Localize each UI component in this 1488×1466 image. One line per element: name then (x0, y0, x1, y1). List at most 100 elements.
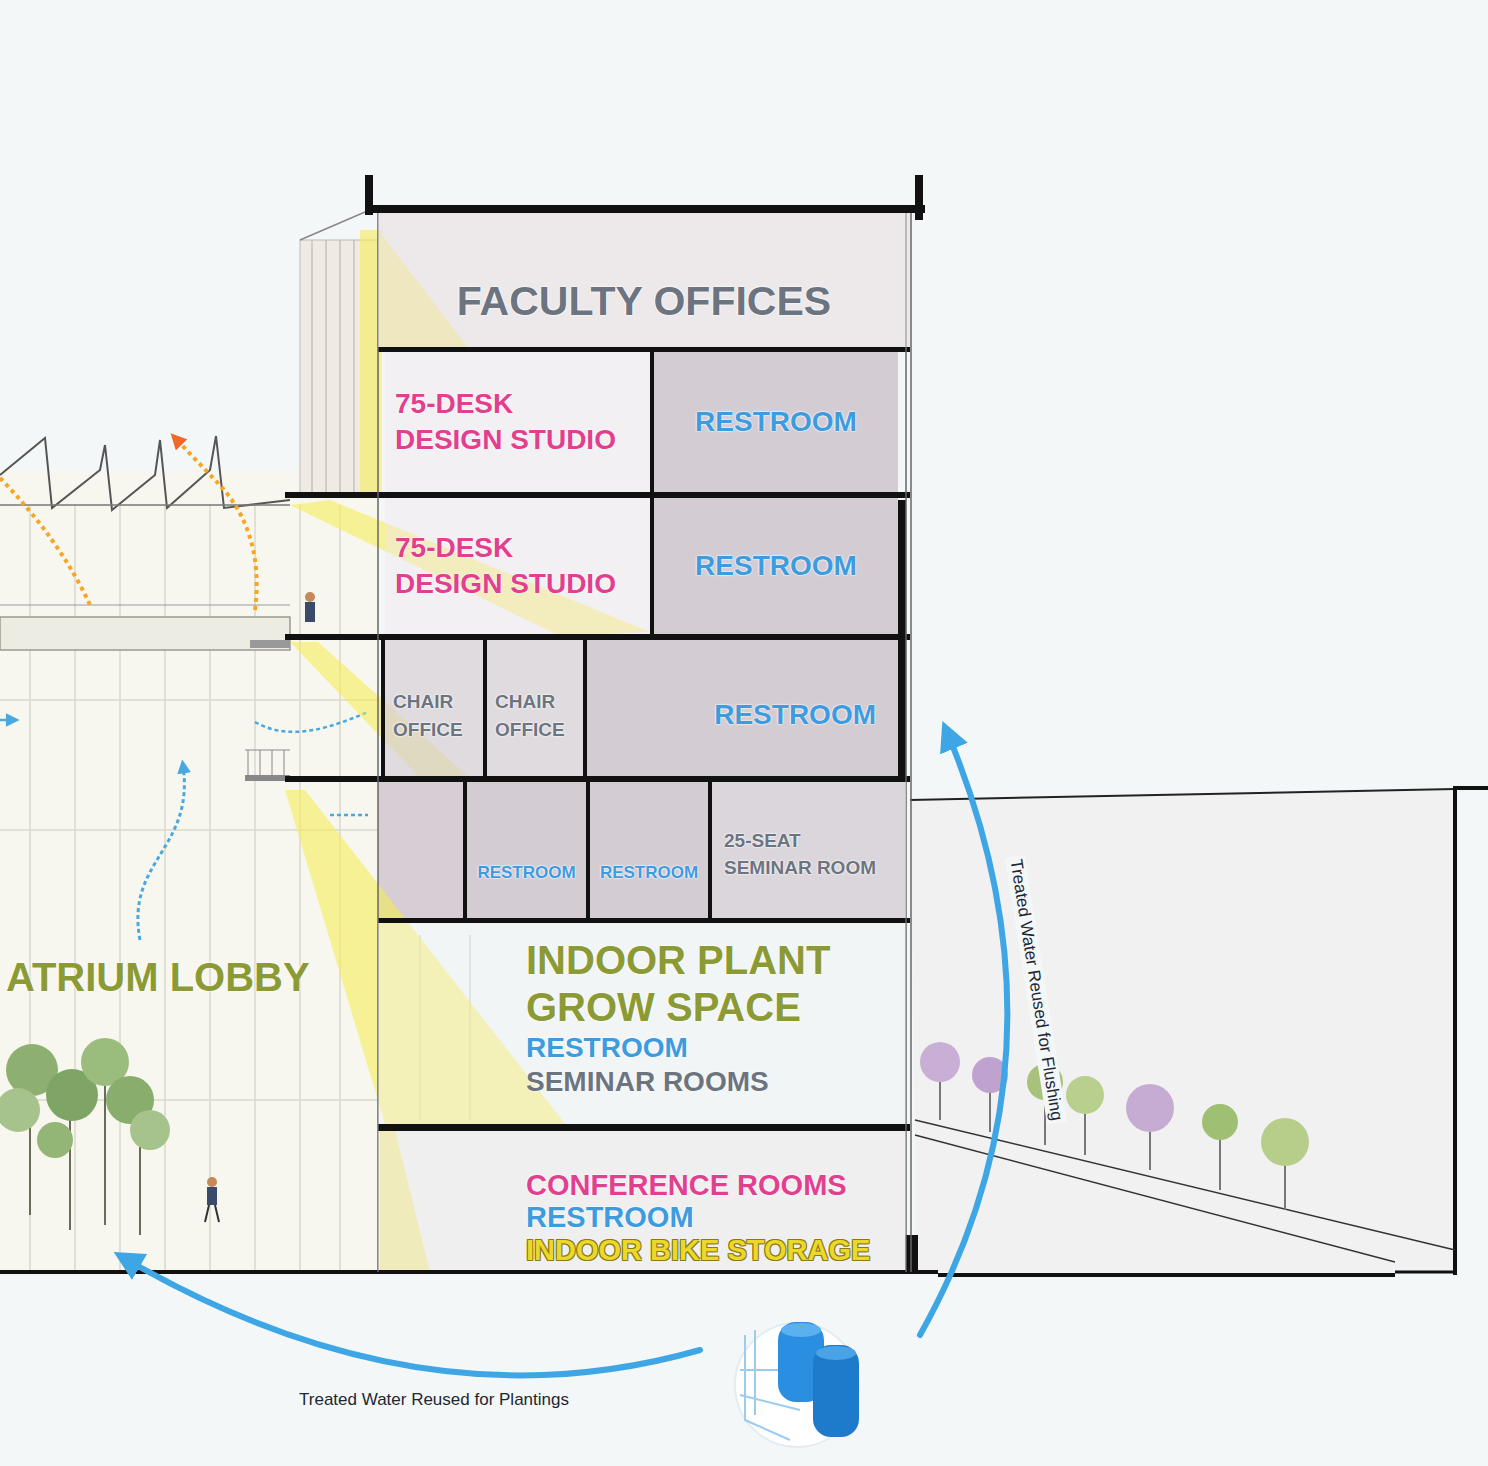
neighbor-site (1453, 786, 1457, 1275)
room-name: ATRIUM LOBBY (6, 955, 310, 1000)
atrium-glass (0, 504, 290, 506)
room-name: INDOOR PLANT GROW SPACE (526, 937, 871, 1031)
atrium-trees (0, 1088, 40, 1132)
water-treatment-tanks (754, 1330, 756, 1415)
people (207, 1177, 217, 1187)
atrium-trees (69, 1110, 71, 1230)
slope-trees (1066, 1076, 1104, 1114)
atrium-space: ATRIUM LOBBY (0, 505, 376, 1270)
building-interior (378, 782, 465, 920)
atrium-trees (0, 1038, 170, 1235)
water-flow-arrows (920, 732, 1007, 1335)
floor-slabs (365, 175, 373, 215)
room-name: CHAIR OFFICE (495, 688, 579, 743)
room-name: 75-DESK DESIGN STUDIO (395, 386, 623, 459)
atrium-trees (130, 1110, 170, 1150)
atrium-glass (250, 640, 290, 648)
atrium-trees (104, 1080, 106, 1225)
atrium-air-flow (0, 478, 90, 605)
floor-slabs (365, 205, 925, 213)
studio-room: 75-DESK DESIGN STUDIO (385, 352, 650, 492)
seminar-room: 25-SEAT SEMINAR ROOM (712, 782, 906, 918)
atrium-glass (245, 750, 290, 776)
building-fins (311, 240, 313, 495)
atrium-air-flow (330, 814, 368, 817)
neighbor-site (1455, 786, 1488, 790)
atrium-glass (284, 750, 285, 776)
atrium-air-flow (175, 438, 257, 610)
water-treatment-tanks (816, 1346, 856, 1360)
restroom-room: RESTROOM (590, 782, 708, 918)
people (205, 592, 315, 1222)
restroom-room: RESTROOM (467, 782, 586, 918)
room-name: RESTROOM (477, 863, 575, 882)
building-fins (312, 240, 354, 495)
room-name: FACULTY OFFICES (457, 279, 831, 325)
slope-trees (1261, 1118, 1309, 1166)
office-room: CHAIR OFFICE (487, 640, 583, 776)
atrium-air-flow (255, 712, 368, 732)
floor-slabs (0, 175, 938, 1274)
atrium-glass (245, 750, 290, 751)
floor-slabs (378, 1124, 910, 1131)
floor-slabs (915, 175, 923, 220)
atrium-glass (0, 436, 290, 510)
slope-trees (1202, 1104, 1238, 1140)
office-room: CHAIR OFFICE (385, 640, 483, 776)
people (305, 592, 315, 602)
water-flow-arrows (124, 732, 1007, 1375)
atrium-trees (37, 1122, 73, 1158)
atrium-glass (260, 750, 261, 776)
neighbor-site (938, 1273, 1395, 1277)
water-treatment-tanks (735, 1322, 859, 1447)
restroom-room: RESTROOM (587, 640, 898, 776)
floor-band: FACULTY OFFICES (378, 213, 910, 347)
facade-lines (910, 213, 912, 1272)
room-name: RESTROOM (695, 406, 857, 437)
floor-band: INDOOR PLANT GROW SPACERESTROOMSEMINAR R… (378, 923, 906, 1124)
room-name: CONFERENCE ROOMS (526, 1169, 847, 1201)
flow-label: Treated Water Reused for Plantings (296, 1390, 572, 1410)
people (215, 1205, 219, 1222)
studio-room: 75-DESK DESIGN STUDIO (385, 498, 650, 634)
floor-slabs (898, 500, 906, 776)
neighbor-site (910, 786, 1488, 1275)
restroom-room: RESTROOM (654, 498, 898, 634)
room-name: RESTROOM (526, 1033, 688, 1064)
atrium-glass (0, 699, 378, 701)
people (207, 1187, 217, 1205)
building-fins (300, 212, 365, 240)
floor-band: CONFERENCE ROOMSRESTROOMINDOOR BIKE STOR… (378, 1131, 906, 1270)
water-treatment-tanks (813, 1345, 859, 1437)
atrium-glass (272, 750, 273, 776)
building-fins (353, 240, 355, 495)
atrium-air-flow (0, 719, 14, 722)
room-name: 25-SEAT SEMINAR ROOM (724, 828, 889, 881)
room-name: SEMINAR ROOMS (526, 1064, 769, 1099)
neighbor-site (910, 789, 1455, 800)
atrium-glass (245, 775, 290, 781)
water-treatment-tanks (781, 1323, 821, 1337)
neighbor-site (1395, 1271, 1455, 1274)
atrium-glass (0, 617, 290, 650)
neighbor-site (915, 1135, 1395, 1262)
slope-trees (920, 1042, 960, 1082)
room-name: 75-DESK DESIGN STUDIO (395, 530, 623, 603)
water-flow-arrows (124, 1258, 700, 1375)
atrium-air-flow (138, 765, 185, 940)
people (205, 1205, 209, 1222)
atrium-glass (299, 505, 301, 1272)
people (305, 602, 315, 622)
atrium-glass (248, 750, 249, 776)
room-name: RESTROOM (526, 1201, 694, 1233)
building-fins (339, 240, 341, 495)
room-name: RESTROOM (695, 550, 857, 581)
facade-lines (378, 213, 911, 1272)
restroom-room: RESTROOM (654, 352, 898, 492)
water-treatment-tanks (735, 1323, 859, 1447)
slope-trees (920, 1042, 1309, 1210)
slope-trees (1126, 1084, 1174, 1132)
room-name: CHAIR OFFICE (393, 688, 479, 743)
water-treatment-tanks (740, 1369, 780, 1371)
